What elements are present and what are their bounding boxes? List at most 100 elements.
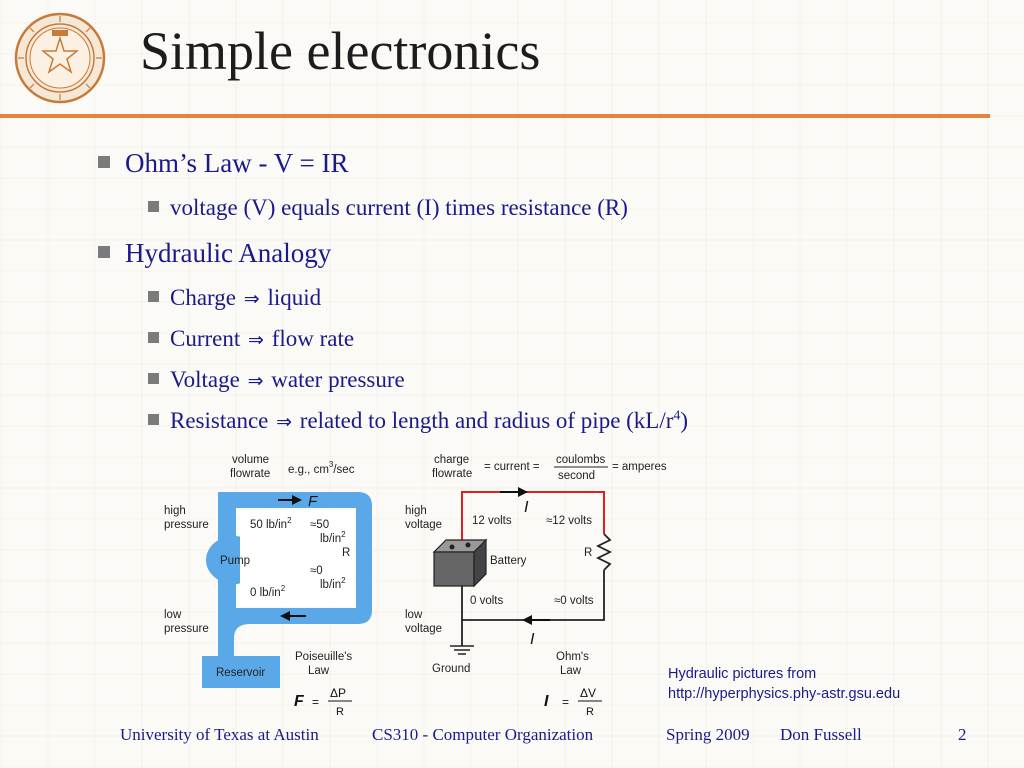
ground-icon [450,645,474,655]
reservoir-label: Reservoir [216,667,265,679]
subbullet-current: Current ⇒ flow rate [148,326,354,352]
implies-arrow-icon: ⇒ [276,411,293,433]
elec-coulombs: coulombs [556,454,605,466]
subbullet-resistance: Resistance ⇒ related to length and radiu… [148,408,688,434]
hyd-low-pressure-label: pressure [164,623,209,635]
battery-icon [432,538,488,588]
footer-course: CS310 - Computer Organization [372,725,594,744]
elec-low-label: low [405,609,423,621]
battery-label: Battery [490,555,527,567]
bullet-square-icon [148,332,159,343]
hyd-flowrate-label: flowrate [230,468,270,480]
poiseuille-law-label: Law [308,665,330,677]
footer-term: Spring 2009 [666,725,750,744]
svg-text:=: = [562,695,569,709]
hyd-example-label: e.g., cm3/sec [288,460,355,476]
bullet-right: water pressure [271,367,405,392]
credit-line-1: Hydraulic pictures from [668,666,817,682]
bullet-hydraulic-analogy: Hydraulic Analogy [98,238,331,269]
svg-text:R: R [586,706,594,718]
subbullet-charge: Charge ⇒ liquid [148,285,321,311]
bullet-text: Ohm’s Law - V = IR [125,148,349,178]
hyd-approx0-label: ≈0 [310,565,323,577]
footer-author: Don Fussell [780,725,862,744]
implies-arrow-icon: ⇒ [243,288,260,310]
bullet-square-icon [148,414,159,425]
bullet-square-icon [148,291,159,302]
elec-approx12-volts: ≈12 volts [546,515,592,527]
elec-charge-label: charge [434,454,469,466]
flow-arrow-bottom-icon [280,611,306,621]
footer-university: University of Texas at Austin [120,725,319,744]
resistor-zigzag-icon [595,533,613,571]
inner-pane [240,510,354,606]
poiseuille-equation: F = ΔP R [294,686,352,718]
ohms-label: Ohm's [556,651,589,663]
bullet-left: Charge [170,285,237,310]
svg-text:=: = [312,695,319,709]
ohms-law-label: Law [560,665,582,677]
elec-resistance-label: R [584,547,592,559]
svg-text:ΔP: ΔP [330,686,346,700]
elec-eq-amperes: = amperes [612,461,667,473]
elec-high-label: high [405,505,427,517]
hyd-approx50-label: ≈50 [310,519,329,531]
hyd-volume-label: volume [232,454,269,466]
elec-0-volts: 0 volts [470,595,503,607]
hyd-resistance-label: R [342,547,350,559]
bullet-right: related to length and radius of pipe (kL… [299,408,674,433]
ground-label: Ground [432,663,470,675]
svg-text:I: I [544,693,549,710]
hyd-flow-symbol: F [308,493,318,510]
reservoir-tank [202,656,280,688]
poiseuille-label: Poiseuille's [295,651,352,663]
elec-current-symbol-top: I [524,499,529,516]
image-credit: Hydraulic pictures from http://hyperphys… [668,664,900,704]
hydraulic-diagram: volume flowrate e.g., cm3/sec high press… [164,454,372,718]
slide-title: Simple electronics [140,21,541,81]
svg-text:ΔV: ΔV [580,686,596,700]
bullet-tail: ) [680,408,689,433]
elec-approx0-volts: ≈0 volts [554,595,594,607]
bullet-left: Resistance [170,408,269,433]
wire-high [461,491,605,540]
bullet-text: Hydraulic Analogy [125,238,332,268]
hyd-approx50-unit: lb/in2 [320,530,346,545]
current-arrow-top-icon [500,487,528,497]
implies-arrow-icon: ⇒ [248,329,264,351]
hyd-approx0-unit: lb/in2 [320,576,346,591]
implies-arrow-icon: ⇒ [247,370,264,392]
bullet-square-icon [148,201,159,212]
elec-12-volts: 12 volts [472,515,512,527]
elec-flowrate-label: flowrate [432,468,472,480]
elec-eq-current: = current = [484,461,540,473]
subbullet-voltage-definition: voltage (V) equals current (I) times res… [148,195,628,221]
bullet-left: Current [170,326,241,351]
bullet-square-icon [98,246,110,258]
current-arrow-bottom-icon [522,615,550,625]
hyd-high-pressure-label: pressure [164,519,209,531]
bullet-left: Voltage [170,367,240,392]
svg-text:R: R [336,706,344,718]
bullet-right: flow rate [271,326,355,351]
hyd-p50-label: 50 lb/in2 [250,516,292,531]
elec-second: second [558,470,595,482]
bullet-square-icon [98,156,110,168]
title-divider [0,114,990,118]
elec-current-symbol-bottom: I [530,631,535,648]
bullet-square-icon [148,373,159,384]
elec-high-voltage-label: voltage [405,519,442,531]
slide-page-number: 2 [958,725,967,744]
flow-arrow-top-icon [278,495,302,505]
pipe-loop [218,492,372,656]
bullet-right: liquid [267,285,322,310]
credit-url: http://hyperphysics.phy-astr.gsu.edu [668,686,901,702]
university-seal-logo [14,12,106,104]
hyd-p0-label: 0 lb/in2 [250,584,286,599]
bullet-text: voltage (V) equals current (I) times res… [170,195,628,220]
ohms-law-equation: I = ΔV R [544,686,602,718]
hyd-high-label: high [164,505,186,517]
pump-label: Pump [220,555,250,567]
hyd-low-label: low [164,609,182,621]
svg-text:F: F [294,693,305,710]
